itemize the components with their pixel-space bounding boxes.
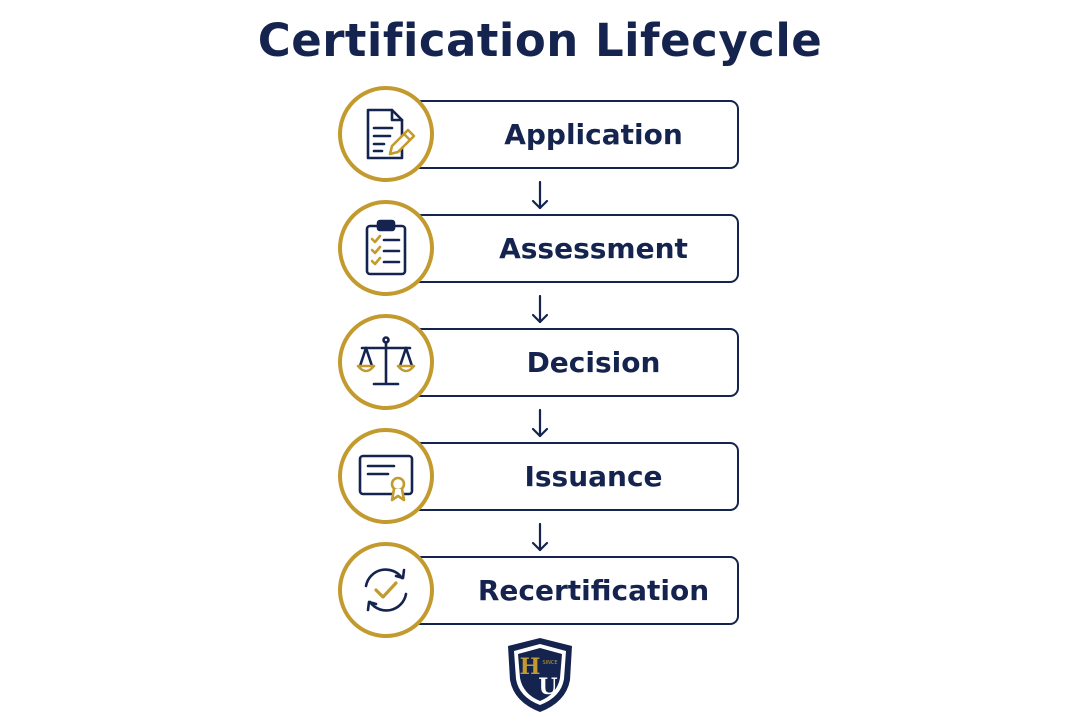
step-decision: Decision <box>338 314 743 410</box>
clipboard-checklist-icon <box>365 219 407 276</box>
shield-logo: H U SINCE <box>500 634 580 716</box>
step-issuance: Issuance <box>338 428 743 524</box>
step-assessment: Assessment <box>338 200 743 296</box>
step-label: Application <box>504 118 683 151</box>
balance-scale-icon <box>356 336 416 386</box>
renew-check-icon <box>364 568 408 612</box>
step-box <box>398 214 739 283</box>
arrow-down-icon <box>531 294 549 324</box>
step-box <box>398 556 739 625</box>
document-pen-icon <box>366 108 416 160</box>
step-badge <box>338 542 434 638</box>
page-title: Certification Lifecycle <box>257 14 823 67</box>
step-recertification: Recertification <box>338 542 743 638</box>
step-label: Recertification <box>477 574 710 607</box>
shield-logo-icon: H U SINCE <box>508 638 572 712</box>
step-badge <box>338 86 434 182</box>
arrow-down-icon <box>531 180 549 210</box>
arrow-down-icon <box>531 522 549 552</box>
step-badge <box>338 314 434 410</box>
step-badge <box>338 200 434 296</box>
step-box <box>398 100 739 169</box>
logo-letter-h: H <box>520 654 541 680</box>
logo-small-text: SINCE <box>542 660 557 666</box>
step-label: Assessment <box>499 232 688 265</box>
step-box <box>398 442 739 511</box>
arrow-down-icon <box>531 408 549 438</box>
step-label: Decision <box>526 346 661 379</box>
step-application: Application <box>338 86 743 182</box>
logo-letter-u: U <box>538 674 557 700</box>
step-label: Issuance <box>524 460 663 493</box>
certificate-icon <box>358 454 414 502</box>
step-badge <box>338 428 434 524</box>
